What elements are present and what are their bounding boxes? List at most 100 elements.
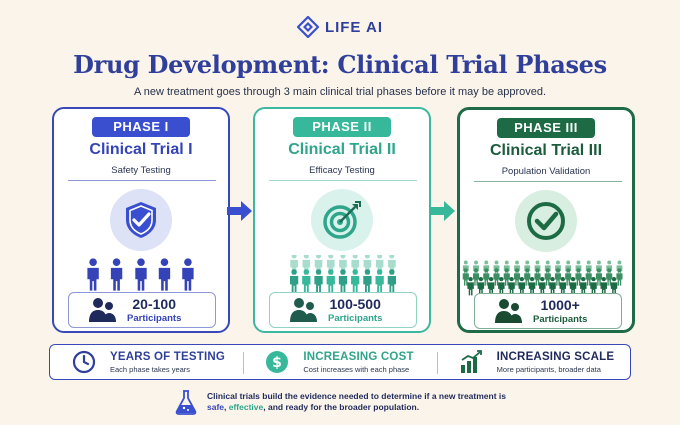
person-figure (559, 276, 567, 296)
person-figure (483, 268, 490, 286)
participant-label: Participants (533, 314, 588, 325)
page-subtitle: A new treatment goes through 3 main clin… (133, 86, 547, 98)
bar-chart-icon (460, 350, 482, 373)
person-figure (472, 268, 480, 286)
person-figure (351, 269, 360, 293)
person-figure (182, 258, 194, 291)
phase-subtitle: Population Validation (501, 166, 591, 177)
group-icon (89, 298, 116, 322)
person-figure (554, 268, 562, 286)
person-figure (600, 276, 608, 296)
person-figure (302, 269, 311, 293)
person-figure (158, 258, 171, 291)
participant-label: Participants (328, 313, 383, 324)
fact-cost: $ INCREASING COST Cost increases with ea… (243, 345, 436, 379)
person-figure (110, 258, 123, 291)
person-figure (375, 269, 384, 293)
person-figure (498, 276, 505, 296)
fact-desc: Cost increases with each phase (303, 364, 410, 374)
phase-badge: PHASE II (293, 117, 391, 137)
divider (269, 180, 417, 181)
person-figure (338, 269, 348, 293)
diamond-logo-icon (296, 16, 319, 38)
phase-icon-circle (311, 189, 373, 251)
clock-icon (72, 350, 96, 374)
person-figure (135, 258, 147, 291)
participant-figures (289, 255, 396, 293)
phase-icon-circle (110, 189, 172, 251)
person-figure (590, 276, 597, 296)
participant-figures (462, 260, 623, 296)
person-figure (387, 269, 396, 293)
person-figure (326, 269, 335, 293)
brand-header: LIFE AI (0, 16, 680, 38)
footer-sep: , (224, 402, 229, 412)
person-figure (289, 269, 299, 293)
phase-card-1: PHASE I Clinical Trial I Safety Testing … (52, 107, 230, 333)
person-figure (616, 268, 623, 286)
fact-title: INCREASING COST (303, 350, 414, 363)
participant-count: 100-500 (329, 296, 381, 312)
keyword-safe: safe (207, 402, 225, 412)
footer-note: Clinical trials build the evidence neede… (175, 387, 535, 417)
fact-title: YEARS OF TESTING (110, 350, 226, 363)
person-figure (528, 276, 536, 296)
fact-title: INCREASING SCALE (496, 350, 615, 363)
person-figure (595, 268, 603, 286)
target-arrow-icon (323, 201, 361, 239)
dollar-icon: $ (266, 351, 289, 373)
phase-title: Clinical Trial III (489, 142, 603, 159)
person-figure (477, 276, 485, 296)
fact-desc: More participants, broader data (496, 364, 601, 374)
phase-icon-circle (515, 190, 577, 252)
group-icon (495, 299, 522, 323)
keyword-effective: effective (228, 402, 264, 412)
check-circle-icon (527, 202, 565, 240)
facts-bar: YEARS OF TESTING Each phase takes years … (49, 344, 631, 380)
person-figure (544, 268, 551, 286)
flask-icon (175, 390, 197, 415)
person-figure (513, 268, 521, 286)
footer-rest: , and ready for the broader population. (263, 402, 420, 412)
phase-subtitle: Safety Testing (111, 165, 171, 176)
person-figure (580, 276, 587, 296)
arrow-right-icon (227, 201, 252, 221)
person-figure (569, 276, 577, 296)
participant-count-box: 20-100 Participants (68, 292, 216, 328)
person-figure (508, 276, 515, 296)
divider (474, 181, 622, 182)
participant-count-box: 1000+ Participants (474, 293, 622, 329)
phase-title: Clinical Trial II (288, 141, 396, 158)
person-figure (462, 268, 469, 286)
person-figure (493, 268, 500, 286)
person-figure (87, 258, 99, 291)
person-figure (610, 276, 618, 296)
fact-years: YEARS OF TESTING Each phase takes years (50, 345, 243, 379)
person-figure (314, 269, 323, 293)
participant-label: Participants (127, 313, 182, 324)
person-figure (534, 268, 541, 286)
fact-desc: Each phase takes years (110, 364, 191, 374)
person-figure (503, 268, 510, 286)
svg-text:$: $ (272, 355, 282, 371)
phase-card-3: PHASE III Clinical Trial III Population … (457, 107, 635, 333)
participant-figures (87, 258, 194, 291)
person-figure (487, 276, 495, 296)
group-icon (290, 298, 317, 322)
participant-count: 1000+ (540, 297, 580, 313)
participant-count-box: 100-500 Participants (269, 292, 417, 328)
person-figure (565, 268, 572, 286)
person-figure (467, 276, 474, 296)
person-figure (524, 268, 531, 286)
phase-title: Clinical Trial I (89, 141, 193, 158)
phase-card-2: PHASE II Clinical Trial II Efficacy Test… (253, 107, 431, 333)
footer-line2: safe, effective, and ready for the broad… (207, 402, 506, 413)
person-figure (539, 276, 546, 296)
phase-subtitle: Efficacy Testing (309, 165, 375, 176)
footer-line1: Clinical trials build the evidence neede… (207, 391, 506, 401)
person-figure (606, 268, 613, 286)
brand-name: LIFE AI (324, 18, 384, 36)
page-title: Drug Development: Clinical Trial Phases (73, 50, 607, 79)
person-figure (575, 268, 582, 286)
participant-count: 20-100 (132, 296, 176, 312)
